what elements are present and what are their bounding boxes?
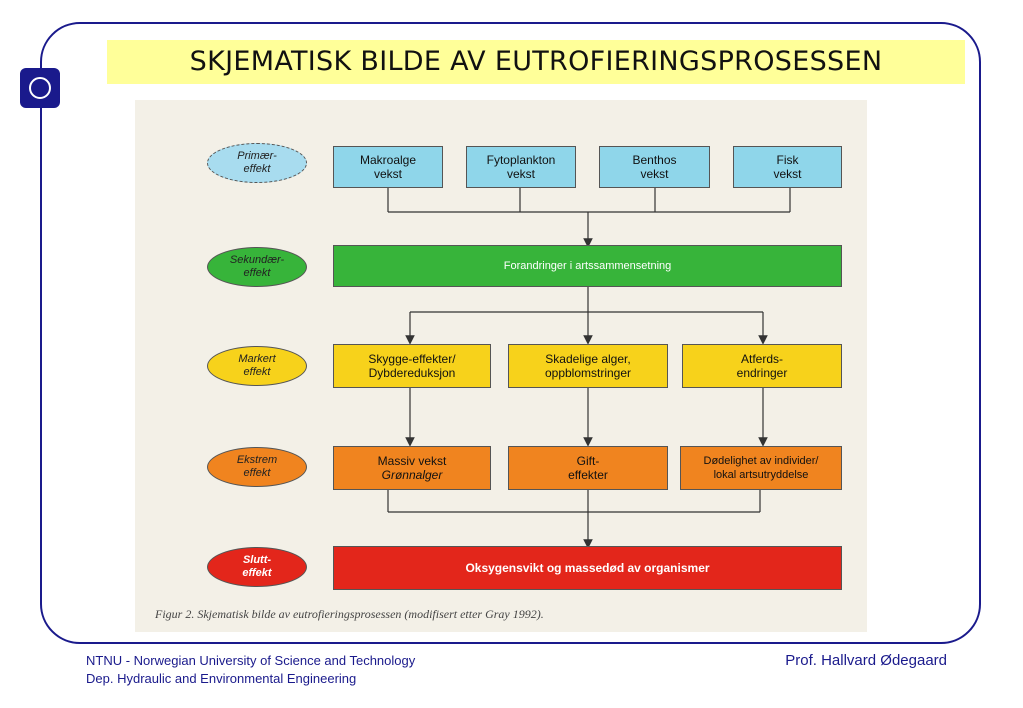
level-final-line1: Slutt- [242,554,272,566]
extreme-box-line1: Massiv vekst [377,454,447,468]
extreme-box-line1: Gift- [576,454,600,468]
final-bar: Oksygensvikt og massedød av organismer [333,546,842,590]
primary-box-line2: vekst [506,167,535,181]
extreme-box-line2: effekter [568,468,608,482]
level-secondary-line2: effekt [243,267,271,279]
marked-box-line2: oppblomstringer [544,366,632,380]
primary-box-fisk: Fisk vekst [733,146,842,188]
level-primary: Primær- effekt [207,143,307,183]
secondary-bar: Forandringer i artssammensetning [333,245,842,287]
level-final-line2: effekt [242,567,272,579]
primary-box-makroalge: Makroalge vekst [333,146,443,188]
final-bar-label: Oksygensvikt og massedød av organismer [465,561,710,575]
level-marked-line1: Markert [238,353,276,365]
figure-caption: Figur 2. Skjematisk bilde av eutrofierin… [155,607,544,621]
footer-institution: NTNU - Norwegian University of Science a… [86,652,415,688]
ntnu-logo-icon [20,68,60,108]
extreme-box-gift: Gift- effekter [508,446,668,490]
primary-box-line2: vekst [373,167,402,181]
footer-line1: NTNU - Norwegian University of Science a… [86,653,416,668]
level-extreme-line1: Ekstrem [236,454,278,466]
level-primary-line1: Primær- [237,150,277,162]
marked-box-alger: Skadelige alger, oppblomstringer [508,344,668,388]
primary-box-fytoplankton: Fytoplankton vekst [466,146,576,188]
footer-line2: Dep. Hydraulic and Environmental Enginee… [86,671,357,686]
secondary-bar-label: Forandringer i artssammensetning [503,260,672,272]
level-extreme: Ekstrem effekt [207,447,307,487]
marked-box-line2: endringer [736,366,788,380]
extreme-box-line2: Grønnalger [381,468,443,482]
primary-box-line1: Fisk [776,153,799,167]
level-marked: Markert effekt [207,346,307,386]
marked-box-line1: Atferds- [740,352,783,366]
primary-box-line2: vekst [640,167,669,181]
marked-box-line2: Dybdereduksjon [368,366,456,380]
slide-frame [40,22,981,644]
marked-box-line1: Skygge-effekter/ [368,352,456,366]
level-marked-line2: effekt [243,366,271,378]
slide-title: SKJEMATISK BILDE AV EUTROFIERINGSPROSESS… [107,40,965,84]
extreme-box-line1: Dødelighet av individer/ [703,455,819,467]
level-extreme-line2: effekt [243,467,271,479]
extreme-box-dodelighet: Dødelighet av individer/ lokal artsutryd… [680,446,842,490]
marked-box-atferd: Atferds- endringer [682,344,842,388]
primary-box-line1: Makroalge [359,153,417,167]
marked-box-skygge: Skygge-effekter/ Dybdereduksjon [333,344,491,388]
level-secondary-line1: Sekundær- [229,254,285,266]
primary-box-benthos: Benthos vekst [599,146,710,188]
level-secondary: Sekundær- effekt [207,247,307,287]
primary-box-line1: Benthos [632,153,677,167]
extreme-box-line2: lokal artsutryddelse [713,469,809,481]
extreme-box-massiv: Massiv vekst Grønnalger [333,446,491,490]
marked-box-line1: Skadelige alger, [545,352,631,366]
footer-author: Prof. Hallvard Ødegaard [785,652,947,669]
primary-box-line1: Fytoplankton [486,153,556,167]
level-primary-line2: effekt [243,163,271,175]
level-final: Slutt- effekt [207,547,307,587]
primary-box-line2: vekst [773,167,802,181]
